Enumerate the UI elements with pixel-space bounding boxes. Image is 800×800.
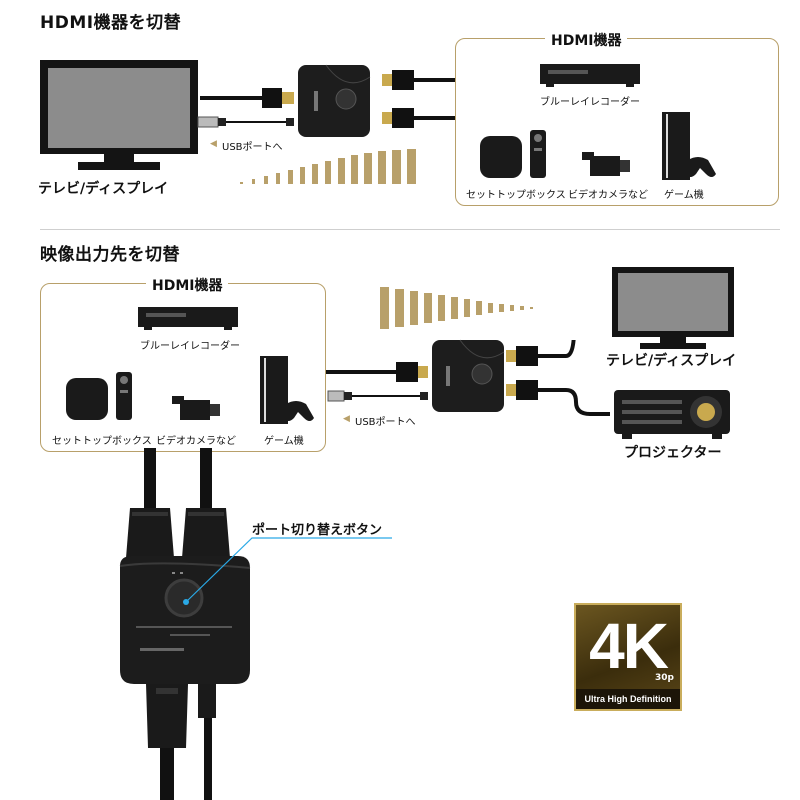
hdmi-selector-device-2 — [432, 339, 505, 412]
hdmi-selector-device-1 — [298, 64, 371, 137]
callout-line — [183, 537, 392, 605]
tv-display-icon — [612, 267, 734, 349]
usb-label-1: USBポートへ — [222, 142, 283, 153]
video-camera-icon — [172, 396, 220, 420]
4k-badge: 4K 30p Ultra High Definition — [574, 603, 682, 711]
tv-label-1: テレビ/ディスプレイ — [38, 181, 169, 197]
video-camera-icon — [582, 152, 630, 176]
cables-section1 — [197, 70, 460, 128]
4k-badge-fps: 30p — [655, 673, 674, 683]
bluray-label-1: ブルーレイレコーダー — [540, 97, 640, 108]
projector-label: プロジェクター — [624, 445, 722, 461]
game-label-2: ゲーム機 — [264, 436, 304, 447]
usb-arrow-icon: ◀ — [210, 139, 217, 149]
game-console-icon — [260, 356, 314, 424]
section1-title: HDMI機器を切替 — [40, 13, 182, 33]
section2-title: 映像出力先を切替 — [40, 245, 180, 265]
game-label-1: ゲーム機 — [664, 190, 704, 201]
usb-arrow-icon: ◀ — [343, 414, 350, 424]
section-divider — [40, 229, 780, 230]
settop-label-1: セットトップボックス — [466, 190, 566, 201]
game-console-icon — [662, 112, 716, 180]
hdmi-selector-product-image — [119, 448, 251, 800]
signal-wedge-2 — [380, 287, 533, 329]
hdmi-box-title-1: HDMI機器 — [545, 30, 628, 50]
signal-wedge-1 — [240, 149, 416, 184]
camera-label-1: ビデオカメラなど — [568, 190, 648, 201]
port-switch-button-label: ポート切り替えボタン — [252, 523, 383, 538]
tv-label-2: テレビ/ディスプレイ — [606, 353, 737, 369]
4k-badge-text: 4K — [589, 610, 669, 682]
tv-display-icon — [40, 60, 198, 170]
bluray-recorder-icon — [540, 64, 640, 87]
bluray-label-2: ブルーレイレコーダー — [140, 341, 240, 352]
settop-label-2: セットトップボックス — [52, 436, 152, 447]
projector-icon — [614, 390, 730, 439]
hdmi-box-title-2: HDMI機器 — [146, 275, 229, 295]
settop-box-icon — [480, 130, 546, 178]
cables-section2 — [326, 340, 610, 416]
usb-label-2: USBポートへ — [355, 417, 416, 428]
settop-box-icon — [66, 372, 132, 420]
4k-badge-subtitle: Ultra High Definition — [576, 689, 680, 709]
bluray-recorder-icon — [138, 307, 238, 330]
camera-label-2: ビデオカメラなど — [156, 436, 236, 447]
